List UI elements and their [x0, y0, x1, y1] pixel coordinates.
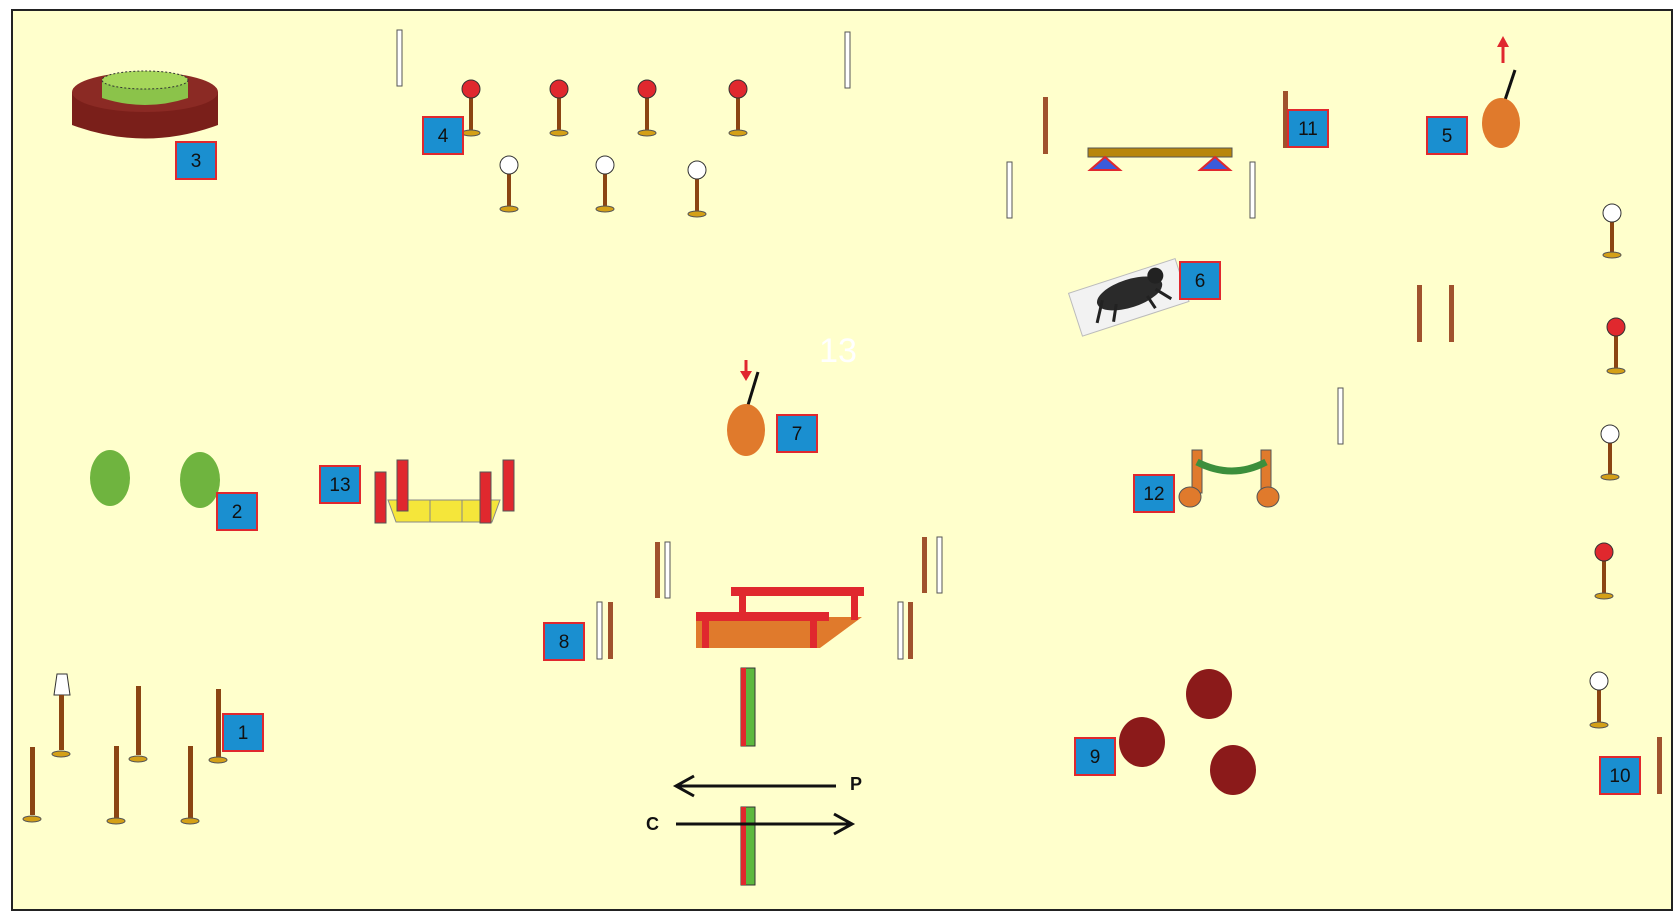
svg-text:8: 8: [559, 632, 570, 653]
red-marker: [728, 79, 748, 137]
start-finish-gates: [740, 667, 756, 886]
white-marker: [1602, 203, 1622, 259]
svg-text:6: 6: [1195, 271, 1206, 292]
svg-text:13: 13: [329, 475, 350, 496]
obstacle-label-13: 13: [319, 465, 361, 504]
svg-text:7: 7: [792, 424, 803, 445]
white-marker: [1589, 671, 1609, 729]
white-marker: [1600, 424, 1620, 481]
white-marker: [687, 160, 707, 218]
obstacle-label-12: 12: [1133, 474, 1175, 513]
svg-text:10: 10: [1609, 766, 1630, 787]
arrow-c-label: C: [646, 814, 659, 834]
svg-text:3: 3: [191, 151, 202, 172]
obstacle-label-8: 8: [543, 622, 585, 661]
obstacle-label-11: 11: [1287, 109, 1329, 148]
svg-text:12: 12: [1143, 484, 1164, 505]
red-barrels: [1119, 669, 1256, 795]
red-marker: [549, 79, 569, 137]
red-marker: [461, 79, 481, 137]
red-marker: [1606, 317, 1626, 375]
obstacle-label-1: 1: [222, 713, 264, 752]
course-background: [11, 9, 1673, 911]
orange-barrel-exit: [1482, 36, 1520, 148]
number-labels: 3 4 11 5 6 7 13 2 12 8 1 9 10: [175, 109, 1641, 795]
obstacle-label-7: 7: [776, 414, 818, 453]
svg-text:5: 5: [1442, 126, 1453, 147]
rope-gate: [1178, 449, 1280, 508]
obstacle-label-9: 9: [1074, 737, 1116, 776]
obstacle-label-10: 10: [1599, 756, 1641, 795]
svg-text:9: 9: [1090, 747, 1101, 768]
white-marker: [595, 155, 615, 213]
arrow-c: C: [646, 812, 856, 836]
table-bench: [596, 536, 943, 660]
yellow-jump: [374, 459, 515, 524]
svg-text:1: 1: [238, 723, 249, 744]
obstacle-label-5: 5: [1426, 116, 1468, 155]
right-column-markers: [1337, 203, 1662, 794]
svg-text:11: 11: [1298, 119, 1318, 140]
obstacle-label-4: 4: [422, 116, 464, 155]
orange-barrel-entry: [727, 360, 765, 456]
slalom-markers: [396, 29, 851, 218]
weave-poles: [22, 673, 228, 825]
arrow-p: P: [672, 774, 862, 798]
svg-text:4: 4: [438, 126, 449, 147]
obstacle-label-3: 3: [175, 141, 217, 180]
green-barrels: [90, 450, 220, 508]
svg-text:2: 2: [232, 502, 243, 523]
bull-picture: [1067, 258, 1190, 337]
obstacle-label-2: 2: [216, 492, 258, 531]
obstacle-label-6: 6: [1179, 261, 1221, 300]
bridge-obstacle: [1006, 91, 1288, 219]
white-marker: [499, 155, 519, 213]
arrow-p-label: P: [850, 774, 862, 794]
faint-label: 13: [819, 332, 857, 370]
red-marker: [637, 79, 657, 137]
red-marker: [1594, 542, 1614, 600]
round-pen-obstacle: [72, 70, 218, 139]
